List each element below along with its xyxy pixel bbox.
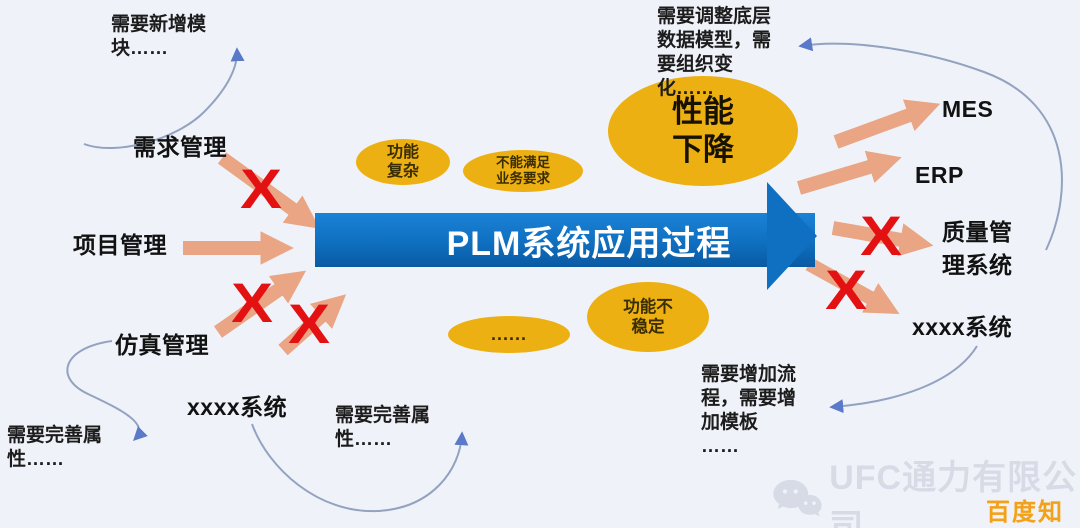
cross-x-icon: X <box>240 157 282 220</box>
cross-x-icon: X <box>288 292 330 355</box>
problem-bubble-label: 不能满足 业务要求 <box>496 155 550 186</box>
connector-curve-to-flow-template-note <box>829 345 978 414</box>
flow-arrow-mes <box>833 99 941 149</box>
annotation-attributes-left: 需要完善属 性…… <box>7 425 103 470</box>
problem-bubble-label: 性能 下降 <box>672 94 734 167</box>
cross-x-icon: X <box>231 271 273 334</box>
process-arrow-label: PLM系统应用过程 <box>446 224 732 263</box>
baidu-zhidao-badge: 百度知道 <box>986 499 1064 526</box>
flow-arrow-simulation <box>213 270 307 338</box>
problem-bubble-label: 功能 复杂 <box>386 144 419 180</box>
flow-arrow-left-xxxx <box>278 294 347 356</box>
problem-bubble-unmet-needs: 不能满足 业务要求 <box>463 150 583 192</box>
system-label-quality: 质量管理系统 <box>942 219 1013 278</box>
cross-x-icon: X <box>860 204 902 267</box>
connector-curve-to-mid-attribute-note <box>251 423 469 513</box>
module-label-project: 项目管理 <box>73 232 167 258</box>
connector-curve-to-add-module-note <box>83 47 245 149</box>
connector-curve-to-left-attribute-note <box>66 340 148 441</box>
system-label-right-xxxx: xxxx系统 <box>912 314 1013 340</box>
annotation-attributes-mid: 需要完善属 性…… <box>335 405 431 450</box>
watermark: UFC通力有限公司 <box>770 450 1080 528</box>
process-arrow: PLM系统应用过程 <box>315 213 815 267</box>
annotation-data-model: 需要调整底层 数据模型，需 要组织变化…… <box>657 6 772 99</box>
annotation-flow-template: 需要增加流 程，需要增 加模板 …… <box>701 364 797 457</box>
connector-curve-to-data-model-note <box>798 37 1063 251</box>
cross-x-icon: X <box>825 258 867 321</box>
problem-bubble-label: 功能不 稳定 <box>623 298 673 336</box>
system-label-erp: ERP <box>915 162 964 188</box>
process-arrow-head <box>767 182 817 290</box>
module-label-left-xxxx: xxxx系统 <box>187 394 288 420</box>
wechat-icon <box>773 479 822 517</box>
problem-bubble-unstable: 功能不 稳定 <box>587 282 709 352</box>
problem-bubble-complex: 功能 复杂 <box>356 139 450 185</box>
module-label-simulation: 仿真管理 <box>115 332 209 358</box>
flow-arrow-requirements <box>217 152 320 229</box>
flow-arrow-quality <box>831 221 934 257</box>
module-label-requirements: 需求管理 <box>133 134 227 160</box>
problem-bubble-etc: ...... <box>448 316 570 353</box>
problem-bubble-label: ...... <box>490 324 527 344</box>
watermark-company: UFC通力有限公司 <box>829 459 1078 528</box>
problem-bubble-performance-drop: 性能 下降 <box>608 76 798 186</box>
flow-arrow-right-xxxx <box>805 257 900 314</box>
annotation-add-module: 需要新增模 块…… <box>111 14 207 59</box>
system-label-mes: MES <box>942 96 994 122</box>
